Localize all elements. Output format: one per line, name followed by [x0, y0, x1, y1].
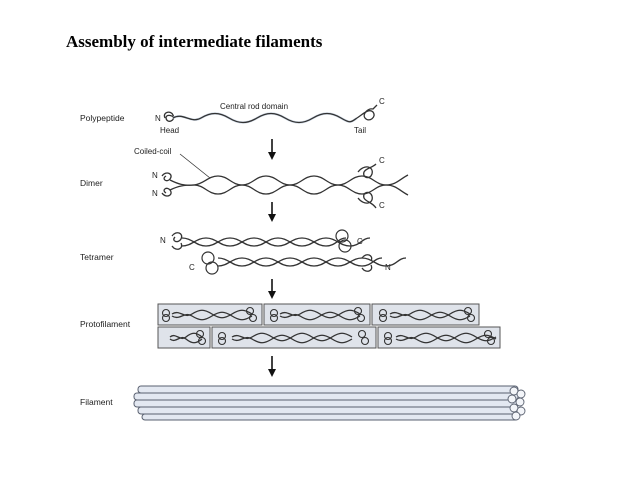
c-terminus-label: C	[379, 97, 385, 106]
stage-label-tetramer: Tetramer	[80, 252, 114, 262]
filament-tube	[137, 406, 519, 415]
stage-label-polypeptide: Polypeptide	[80, 113, 125, 123]
polypeptide-monomer: Central rod domain N Head Tail C	[155, 97, 385, 135]
dimer-n-terminus-label-2: N	[152, 189, 158, 198]
tetramer: N C C N	[160, 229, 407, 275]
tetramer-n-terminus-label-2: N	[385, 263, 391, 272]
arrow-to-protofilament	[268, 279, 276, 299]
central-rod-domain	[172, 112, 358, 124]
dimer-strand-1	[169, 174, 409, 186]
arrow-to-dimer	[268, 139, 276, 160]
stage-label-protofilament: Protofilament	[80, 319, 131, 329]
head-domain	[163, 111, 175, 122]
protofilament-unit	[371, 303, 480, 326]
tetramer-lower-strand-2	[217, 257, 383, 267]
slide-title: Assembly of intermediate filaments	[66, 32, 323, 51]
tetramer-upper-strand-1	[181, 237, 371, 247]
filament-tube	[141, 413, 519, 421]
dimer-n-terminus-label-1: N	[152, 171, 158, 180]
tail-domain	[356, 104, 378, 121]
filament-tube	[133, 392, 519, 401]
head-label: Head	[160, 126, 179, 135]
tetramer-c-terminus-label-2: C	[189, 263, 195, 272]
stage-label-dimer: Dimer	[80, 178, 103, 188]
protofilament-unit	[211, 326, 377, 349]
filament	[133, 385, 526, 421]
coiled-coil-label: Coiled-coil	[134, 147, 172, 156]
arrow-to-tetramer	[268, 202, 276, 222]
stage-label-filament: Filament	[80, 397, 113, 407]
dimer: Coiled-coil N N C C	[134, 147, 409, 210]
arrow-to-filament	[268, 356, 276, 377]
tetramer-c-terminus-label-1: C	[357, 237, 363, 246]
dimer-strand-2	[169, 184, 409, 196]
tetramer-n-terminus-label-1: N	[160, 236, 166, 245]
filament-tube	[137, 385, 519, 394]
protofilament	[157, 303, 501, 349]
tetramer-lower-strand-1	[217, 257, 407, 267]
n-terminus-label: N	[155, 114, 161, 123]
dimer-c-terminus-label-2: C	[379, 201, 385, 210]
filament-end-cross-section	[507, 386, 526, 421]
protofilament-unit	[263, 303, 371, 326]
filament-tube	[133, 399, 519, 408]
central-rod-domain-label: Central rod domain	[220, 102, 288, 111]
tetramer-upper-strand-2	[181, 237, 347, 247]
dimer-c-terminus-label-1: C	[379, 156, 385, 165]
tail-label: Tail	[354, 126, 366, 135]
protofilament-unit	[157, 303, 263, 326]
